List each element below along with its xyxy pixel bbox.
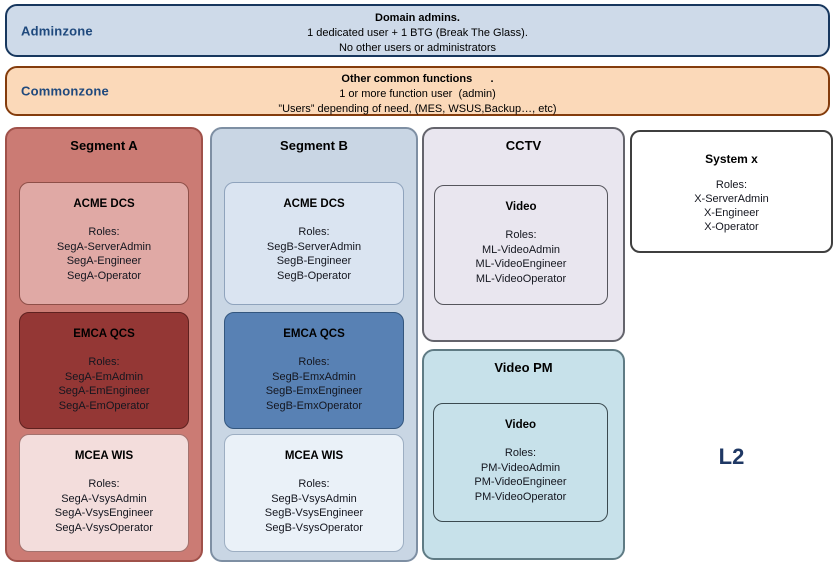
role-item: PM-VideoEngineer: [474, 476, 567, 488]
roles-list: Roles: X-ServerAdmin X-Engineer X-Operat…: [632, 178, 831, 234]
role-item: SegA-VsysAdmin: [61, 492, 147, 505]
role-item: SegB-VsysOperator: [265, 521, 363, 534]
role-item: SegA-VsysEngineer: [54, 507, 154, 519]
roles-list: Roles: ML-VideoAdmin ML-VideoEngineer ML…: [435, 228, 607, 286]
box-title: EMCA QCS: [73, 328, 135, 340]
level-label: L2: [718, 444, 745, 469]
box-title: ACME DCS: [73, 198, 135, 210]
box-title: Video: [505, 201, 537, 213]
segment-b-title: Segment B: [280, 138, 348, 153]
role-item: SegA-EmEngineer: [58, 385, 150, 397]
roles-list: Roles: SegB-EmxAdmin SegB-EmxEngineer Se…: [225, 355, 403, 413]
box-title: MCEA WIS: [284, 450, 344, 462]
role-item: SegA-EmOperator: [58, 399, 150, 412]
role-item: SegB-ServerAdmin: [266, 240, 362, 253]
segment-a-acme-dcs-box: ACME DCS Roles: SegA-ServerAdmin SegA-En…: [19, 182, 189, 305]
commonzone-label: Commonzone: [21, 83, 109, 99]
roles-label: Roles:: [298, 226, 330, 238]
roles-label: Roles:: [505, 229, 537, 241]
segment-b-column: Segment B ACME DCS Roles: SegB-ServerAdm…: [210, 127, 418, 562]
box-title: EMCA QCS: [283, 328, 345, 340]
roles-label: Roles:: [715, 179, 748, 191]
roles-list: Roles: SegA-VsysAdmin SegA-VsysEngineer …: [20, 477, 188, 535]
role-item: SegB-Operator: [277, 269, 351, 282]
commonzone-line: 1 or more function user (admin): [339, 88, 496, 100]
role-item: SegA-EmAdmin: [64, 370, 144, 383]
segment-a-column: Segment A ACME DCS Roles: SegA-ServerAdm…: [5, 127, 203, 562]
role-item: X-Operator: [704, 221, 759, 233]
cctv-column: CCTV Video Roles: ML-VideoAdmin ML-Video…: [422, 127, 625, 342]
role-item: SegB-EmxOperator: [266, 399, 362, 412]
role-item: SegA-ServerAdmin: [56, 240, 152, 253]
adminzone-label: Adminzone: [21, 23, 93, 38]
video-pm-title: Video PM: [494, 360, 553, 375]
roles-label: Roles:: [88, 226, 120, 238]
system-x-box: System x Roles: X-ServerAdmin X-Engineer…: [630, 130, 833, 253]
roles-list: Roles: SegB-VsysAdmin SegB-VsysEngineer …: [225, 477, 403, 535]
role-item: SegA-VsysOperator: [55, 521, 153, 534]
commonzone-title: Other common functions .: [341, 73, 494, 85]
system-x-title: System x: [705, 152, 758, 166]
video-pm-column: Video PM Video Roles: PM-VideoAdmin PM-V…: [422, 349, 625, 560]
role-item: X-Engineer: [703, 207, 760, 219]
adminzone-line: 1 dedicated user + 1 BTG (Break The Glas…: [307, 27, 528, 39]
role-item: PM-VideoOperator: [474, 490, 567, 503]
roles-list: Roles: SegB-ServerAdmin SegB-Engineer Se…: [225, 225, 403, 283]
box-title: MCEA WIS: [74, 450, 134, 462]
commonzone-text: Other common functions . 1 or more funct…: [7, 72, 828, 117]
role-item: SegB-EmxEngineer: [265, 385, 363, 397]
role-item: SegB-EmxAdmin: [272, 370, 356, 383]
adminzone-band: Adminzone Domain admins. 1 dedicated use…: [5, 4, 830, 57]
role-item: ML-VideoOperator: [475, 272, 567, 285]
roles-label: Roles:: [504, 447, 537, 459]
commonzone-band: Commonzone Other common functions . 1 or…: [5, 66, 830, 116]
roles-label: Roles:: [88, 356, 120, 368]
cctv-title: CCTV: [505, 138, 542, 153]
roles-list: Roles: SegA-ServerAdmin SegA-Engineer Se…: [20, 225, 188, 283]
roles-label: Roles:: [88, 478, 120, 490]
segment-a-mcea-wis-box: MCEA WIS Roles: SegA-VsysAdmin SegA-Vsys…: [19, 434, 189, 552]
role-item: SegB-Engineer: [276, 255, 352, 267]
role-item: SegA-Operator: [67, 269, 141, 282]
cctv-video-box: Video Roles: ML-VideoAdmin ML-VideoEngin…: [434, 185, 608, 305]
segment-b-acme-dcs-box: ACME DCS Roles: SegB-ServerAdmin SegB-En…: [224, 182, 404, 305]
adminzone-text: Domain admins. 1 dedicated user + 1 BTG …: [7, 11, 828, 56]
roles-label: Roles:: [298, 356, 330, 368]
segment-a-emca-qcs-box: EMCA QCS Roles: SegA-EmAdmin SegA-EmEngi…: [19, 312, 189, 429]
roles-list: Roles: SegA-EmAdmin SegA-EmEngineer SegA…: [20, 355, 188, 413]
role-item: SegA-Engineer: [66, 255, 142, 267]
roles-list: Roles: PM-VideoAdmin PM-VideoEngineer PM…: [434, 446, 607, 504]
adminzone-line: No other users or administrators: [338, 42, 497, 54]
role-item: X-ServerAdmin: [694, 193, 769, 205]
adminzone-title: Domain admins.: [375, 12, 460, 24]
roles-label: Roles:: [298, 478, 330, 490]
role-item: ML-VideoEngineer: [475, 258, 567, 270]
commonzone-line: ”Users” depending of need, (MES, WSUS,Ba…: [278, 103, 557, 115]
role-item: SegB-VsysAdmin: [271, 492, 357, 505]
segment-a-title: Segment A: [70, 138, 138, 153]
segment-b-emca-qcs-box: EMCA QCS Roles: SegB-EmxAdmin SegB-EmxEn…: [224, 312, 404, 429]
segment-b-mcea-wis-box: MCEA WIS Roles: SegB-VsysAdmin SegB-Vsys…: [224, 434, 404, 552]
role-item: PM-VideoAdmin: [480, 461, 561, 474]
role-item: ML-VideoAdmin: [481, 243, 561, 256]
video-pm-video-box: Video Roles: PM-VideoAdmin PM-VideoEngin…: [433, 403, 608, 522]
box-title: Video: [504, 419, 537, 431]
role-item: SegB-VsysEngineer: [264, 507, 364, 519]
box-title: ACME DCS: [283, 198, 345, 210]
